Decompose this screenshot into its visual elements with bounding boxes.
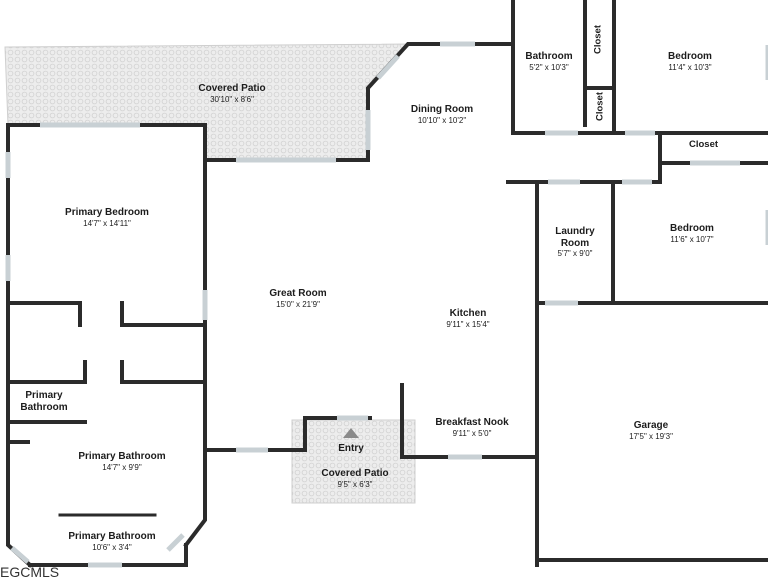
entry-label: Entry bbox=[321, 443, 381, 455]
room-name: Kitchen bbox=[449, 308, 487, 319]
closet-right-label: Closet bbox=[689, 139, 719, 150]
room-name: Entry bbox=[338, 443, 364, 454]
garage-label: Garage 17'5" x 19'3" bbox=[601, 420, 701, 441]
room-dims: 9'5" x 6'3" bbox=[337, 479, 373, 489]
primary-bathroom-small-label: Primary Bathroom bbox=[12, 390, 76, 413]
bathroom-upper-label: Bathroom 5'2" x 10'3" bbox=[512, 51, 586, 72]
room-dims: 15'0" x 21'9" bbox=[276, 299, 320, 309]
room-name: Great Room bbox=[269, 288, 327, 299]
bedroom-upper-label: Bedroom 11'4" x 10'3" bbox=[640, 51, 740, 72]
room-name: Bedroom bbox=[668, 51, 712, 62]
room-name-line1: Laundry bbox=[555, 226, 595, 237]
room-dims: 14'7" x 14'11" bbox=[83, 218, 131, 228]
room-dims: 11'6" x 10'7" bbox=[670, 234, 714, 244]
room-name-line2: Room bbox=[560, 237, 590, 249]
room-dims: 17'5" x 19'3" bbox=[629, 431, 673, 441]
closet-upper-label: Closet bbox=[592, 24, 604, 55]
room-name: Garage bbox=[633, 420, 669, 431]
breakfast-nook-label: Breakfast Nook 9'11" x 5'0" bbox=[420, 417, 524, 438]
room-name-line1: Primary bbox=[25, 390, 63, 401]
room-dims: 30'10" x 8'6" bbox=[210, 94, 254, 104]
primary-bedroom-label: Primary Bedroom 14'7" x 14'11" bbox=[47, 207, 167, 228]
room-name: Primary Bedroom bbox=[65, 207, 149, 218]
dining-room-label: Dining Room 10'10" x 10'2" bbox=[392, 104, 492, 125]
room-name: Dining Room bbox=[410, 104, 474, 115]
room-name: Breakfast Nook bbox=[435, 417, 509, 428]
primary-bathroom-lower-label: Primary Bathroom 10'6" x 3'4" bbox=[52, 531, 172, 552]
room-name: Primary Bathroom bbox=[78, 451, 166, 462]
room-dims: 10'6" x 3'4" bbox=[92, 542, 132, 552]
room-name: Bedroom bbox=[670, 223, 714, 234]
room-name: Bathroom bbox=[525, 51, 573, 62]
room-dims: 14'7" x 9'9" bbox=[102, 462, 142, 472]
room-dims: 11'4" x 10'3" bbox=[668, 62, 712, 72]
room-dims: 9'11" x 15'4" bbox=[446, 319, 490, 329]
room-name: Covered Patio bbox=[321, 468, 389, 479]
room-dims: 10'10" x 10'2" bbox=[417, 115, 467, 125]
room-name: Primary Bathroom bbox=[68, 531, 156, 542]
room-name-line2: Bathroom bbox=[20, 401, 68, 413]
room-dims: 5'7" x 9'0" bbox=[557, 249, 593, 258]
bedroom-right-label: Bedroom 11'6" x 10'7" bbox=[642, 223, 742, 244]
primary-bathroom-label: Primary Bathroom 14'7" x 9'9" bbox=[62, 451, 182, 472]
room-dims: 9'11" x 5'0" bbox=[452, 428, 492, 438]
great-room-label: Great Room 15'0" x 21'9" bbox=[248, 288, 348, 309]
closet-mid-label: Closet bbox=[594, 91, 606, 122]
windows bbox=[5, 41, 768, 568]
covered-patio-front-label: Covered Patio 9'5" x 6'3" bbox=[305, 468, 405, 489]
room-dims: 5'2" x 10'3" bbox=[529, 62, 569, 72]
entry-arrow-icon bbox=[343, 428, 359, 438]
covered-patio-main-label: Covered Patio 30'10" x 8'6" bbox=[182, 83, 282, 104]
watermark-logo: EGCMLS bbox=[0, 564, 60, 580]
laundry-room-label: Laundry Room 5'7" x 9'0" bbox=[540, 226, 610, 258]
room-name: Covered Patio bbox=[198, 83, 266, 94]
kitchen-label: Kitchen 9'11" x 15'4" bbox=[418, 308, 518, 329]
